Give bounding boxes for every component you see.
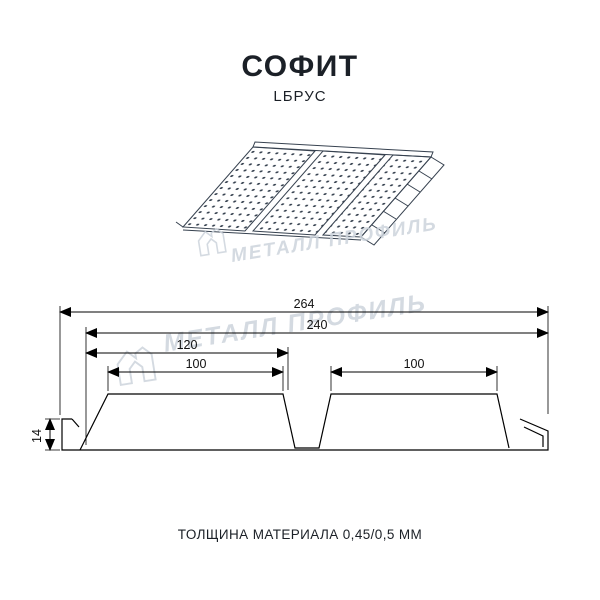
panel-end-fold — [360, 156, 445, 246]
watermark-lower: МЕТАЛЛ ПРОФИЛЬ — [116, 289, 429, 387]
profile-top-line — [79, 393, 510, 451]
dim-label-14: 14 — [30, 429, 44, 443]
dim-label-100-left: 100 — [186, 357, 207, 371]
profile-base-line — [61, 418, 549, 451]
panel-face-left — [181, 146, 317, 232]
watermark-logo-icon — [197, 227, 227, 257]
page-title: СОФИТ — [241, 50, 359, 83]
panel-face-middle — [251, 150, 387, 236]
dim-label-240: 240 — [307, 318, 328, 332]
dim-label-120: 120 — [177, 338, 198, 352]
dimension-lines — [45, 307, 549, 451]
panel-left-cut — [175, 221, 184, 228]
profile-right-hem — [523, 426, 544, 447]
cross-section-drawing — [61, 393, 549, 451]
material-thickness-note: ТОЛЩИНА МАТЕРИАЛА 0,45/0,5 ММ — [177, 527, 423, 542]
product-subtitle: LБРУС — [273, 88, 327, 105]
dim-label-264: 264 — [294, 297, 315, 311]
panel-end-hatch — [371, 170, 433, 234]
profile-left-hem — [71, 418, 80, 428]
soffit-3d-illustration — [175, 141, 445, 246]
dim-label-100-right: 100 — [404, 357, 425, 371]
watermark-logo-icon — [116, 346, 157, 387]
